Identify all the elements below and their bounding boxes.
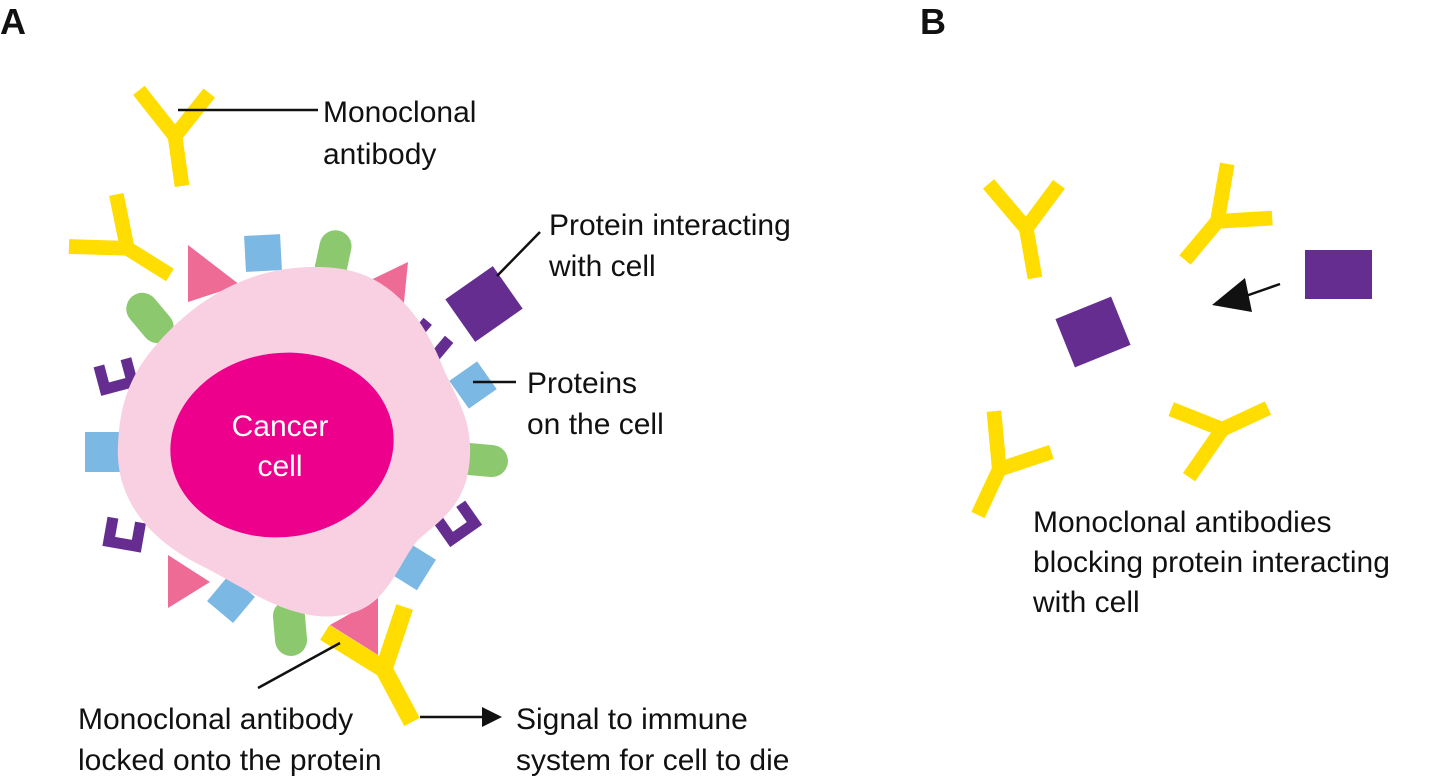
antibody-near-cell: [69, 188, 191, 300]
cancer-cell-label-line2: cell: [257, 450, 302, 483]
cancer-cell-label-line1: Cancer: [232, 410, 329, 443]
label-signal-immune-1: Signal to immune: [516, 703, 748, 736]
label-signal-immune-2: system for cell to die: [516, 744, 789, 777]
blocking-arrow-head: [1212, 278, 1252, 312]
label-protein-interacting-2: with cell: [548, 250, 656, 283]
label-monoclonal-antibody-2: antibody: [323, 138, 436, 171]
signal-arrow-head: [482, 707, 502, 727]
cell-nucleus: [170, 352, 394, 538]
panel-b: Monoclonal antibodies blocking protein i…: [951, 164, 1390, 619]
label-proteins-on-cell-2: on the cell: [527, 408, 664, 441]
panel-label-b: B: [920, 1, 946, 42]
label-monoclonal-antibody-1: Monoclonal: [323, 96, 476, 129]
panel-label-a: A: [0, 1, 26, 42]
label-protein-interacting-1: Protein interacting: [549, 209, 791, 242]
free-antibody-top: [139, 81, 222, 190]
panel-a: Cancer cell Monoclonal antibody Protein …: [69, 81, 791, 777]
label-blocking-2: blocking protein interacting: [1033, 546, 1390, 579]
approaching-protein: [1305, 250, 1372, 299]
label-locked-antibody-1: Monoclonal antibody: [78, 703, 353, 736]
label-blocking-3: with cell: [1032, 586, 1140, 619]
blocked-protein: [1055, 296, 1131, 368]
leader-lines: [178, 108, 541, 719]
label-locked-antibody-2: locked onto the protein: [78, 744, 382, 777]
label-blocking-1: Monoclonal antibodies: [1033, 506, 1332, 539]
label-proteins-on-cell-1: Proteins: [527, 367, 637, 400]
protein-interacting-with-cell: [445, 266, 523, 342]
